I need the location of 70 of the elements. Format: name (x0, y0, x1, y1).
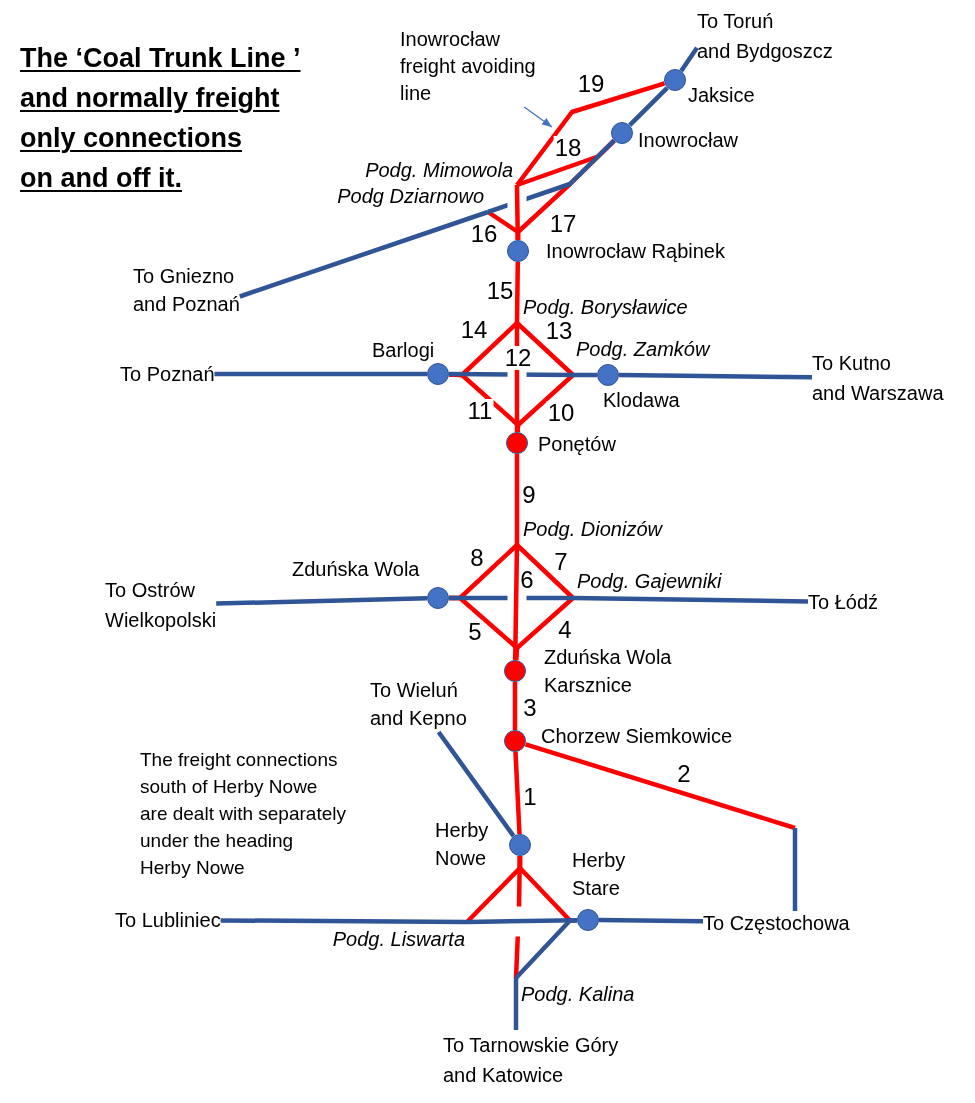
destination-label: To Łódź (808, 590, 879, 614)
station-dot (611, 122, 633, 144)
rail-line (573, 372, 597, 378)
station-dot (506, 432, 528, 454)
station-dot (427, 363, 449, 385)
callout-text: Inowrocław freight avoiding line (400, 26, 536, 107)
junction-label: Podg. Zamków (576, 337, 710, 361)
destination-label: To Toruń and Bydgoszcz (697, 6, 833, 66)
junction-label: Podg. Mimowola (365, 158, 513, 182)
rail-line (449, 595, 573, 601)
station-dot (664, 69, 686, 91)
rail-line (618, 372, 813, 380)
destination-label: To Kutno and Warszawa (812, 348, 944, 408)
junction-label: Podg. Dionizów (523, 517, 662, 541)
rail-line (512, 682, 518, 730)
note-text: The freight connections south of Herby Nowe are dealt with separately under the heading Herby Nowe (140, 748, 346, 880)
rail-line (513, 978, 519, 1030)
rail-line (436, 730, 516, 838)
destination-label: To Tarnowskie Góry and Katowice (443, 1030, 619, 1090)
route-number: 12 (503, 346, 533, 370)
destination-label: To Lubliniec (115, 908, 221, 932)
leader-arrow (523, 106, 553, 128)
rail-line (487, 139, 616, 215)
station-name: Zduńska Wola (292, 557, 420, 581)
junction-label: Podg. Kalina (521, 982, 635, 1006)
junction-label: Podg Dziarnowo (337, 184, 484, 208)
rail-line (628, 86, 669, 127)
rail-line (239, 209, 489, 299)
station-name: Chorzew Siemkowice (541, 724, 733, 748)
station-name: Herby Nowe (435, 818, 489, 871)
station-dot (577, 909, 599, 931)
rail-line (514, 184, 521, 241)
destination-label: To Ostrów Wielkopolski (105, 575, 217, 635)
station-dot (507, 240, 529, 262)
station-dot (597, 364, 619, 386)
station-name: Jaksice (688, 83, 755, 107)
rail-line (572, 595, 809, 604)
station-name: Zduńska Wola Karsznice (544, 645, 672, 698)
station-name: Herby Stare (572, 848, 626, 901)
station-dot (427, 587, 449, 609)
station-dot (504, 660, 526, 682)
rail-line (515, 81, 666, 187)
rail-line (514, 261, 521, 324)
station-name: Inowrocław (638, 128, 739, 152)
junction-label: Podg. Gajewniki (577, 569, 722, 593)
station-dot (504, 730, 526, 752)
rail-line (679, 46, 699, 73)
station-name: Ponętów (538, 432, 616, 456)
rail-line (514, 454, 520, 545)
rail-line (598, 917, 704, 924)
junction-label: Podg. Borysławice (523, 295, 688, 319)
destination-label: To Częstochowa (703, 911, 850, 935)
rail-line (792, 828, 798, 911)
station-name: Inowrocław Rąbinek (546, 239, 725, 263)
rail-line (449, 371, 573, 378)
station-name: Klodawa (603, 388, 680, 412)
destination-label: To Poznań (120, 362, 215, 386)
station-dot (509, 834, 531, 856)
destination-label: To Wieluń and Kepno (370, 676, 467, 732)
rail-line (524, 742, 796, 831)
destination-label: To Gniezno and Poznań (133, 262, 240, 318)
rail-line (514, 918, 578, 980)
rail-line (220, 918, 467, 925)
junction-label: Podg. Liswarta (332, 927, 465, 951)
rail-line (513, 751, 522, 835)
diagram-title: The ‘Coal Trunk Line ’ and normally freight only connections on and off it. (20, 42, 301, 195)
station-name: Barlogi (372, 338, 435, 362)
rail-line (214, 371, 427, 377)
route-number: 18 (553, 136, 583, 160)
rail-line (216, 596, 428, 606)
